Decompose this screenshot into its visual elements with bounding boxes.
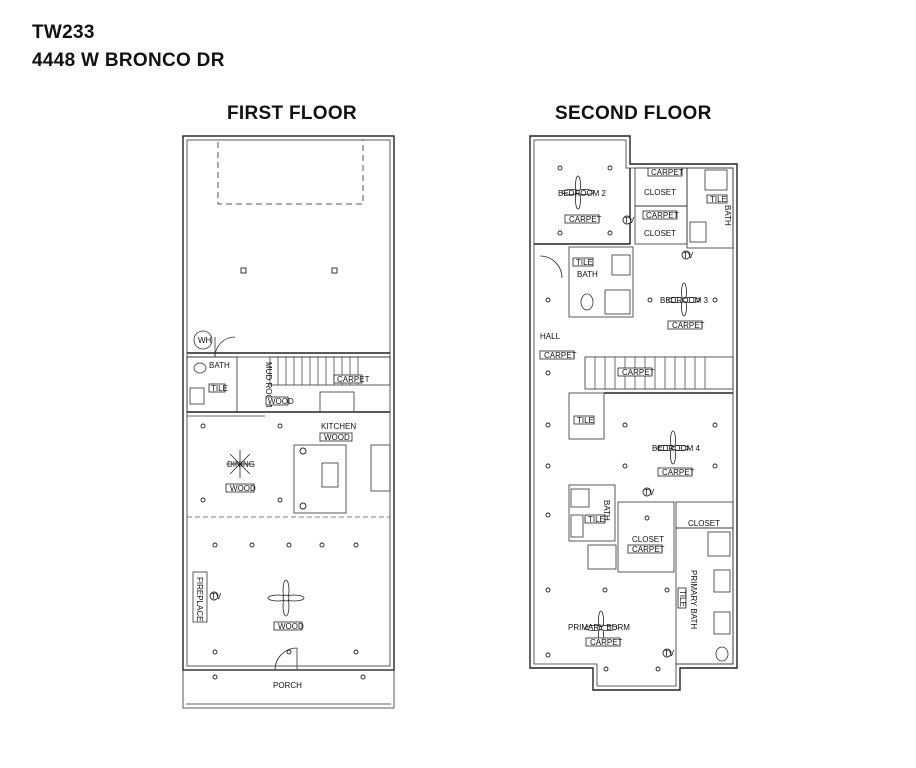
property-address: 4448 W BRONCO DR (32, 50, 225, 71)
kitchen-label: KITCHEN (321, 422, 356, 431)
bath-left-middle-label: BATH (602, 500, 611, 521)
kitchen-range (370, 444, 391, 492)
primary-bedroom-label: PRIMARY BDRM (568, 623, 630, 632)
bedroom-4-tv-label: TV (644, 488, 655, 497)
second-floor-plan: BEDROOM 2 CARPET TV CARPET CLOSET CARPET… (529, 135, 738, 691)
primary-bath-tile-label: TILE (678, 590, 687, 607)
dining-label: DINING (227, 460, 255, 469)
closet-left-carpet-label: CARPET (632, 545, 665, 554)
wh-label: WH (198, 336, 212, 345)
closet-left (617, 501, 675, 573)
primary-bedroom-carpet-label: CARPET (590, 638, 623, 647)
closet-mid-carpet-label: CARPET (646, 211, 679, 220)
fireplace (192, 571, 208, 623)
living-wood-label: WOOD (278, 622, 304, 631)
bedroom-2-label: BEDROOM 2 (558, 189, 607, 198)
dining-wood-label: WOOD (230, 484, 256, 493)
first-floor-lights (200, 423, 366, 680)
mud-room-label: MUD ROOM (264, 362, 273, 408)
bedroom-2-carpet-label: CARPET (569, 215, 602, 224)
hall-label: HALL (540, 332, 561, 341)
bedroom-4-label: BEDROOM 4 (652, 444, 701, 453)
bath-top-right-label: BATH (723, 205, 732, 226)
porch (182, 669, 395, 709)
fireplace-label: FIREPLACE (195, 577, 204, 621)
stairs-carpet-label-2: CARPET (622, 368, 655, 377)
bath-tile-label: TILE (211, 384, 228, 393)
second-floor-outline (529, 135, 738, 691)
bath-small-tile-label: TILE (577, 416, 594, 425)
closet-top-carpet-label: CARPET (651, 168, 684, 177)
bath-top-right (686, 167, 734, 249)
closet-top-label: CLOSET (644, 188, 676, 197)
bath-center-tile-label: TILE (576, 258, 593, 267)
water-heater (193, 330, 213, 350)
second-floor-title: SECOND FLOOR (555, 103, 712, 124)
second-floor-lights (545, 165, 718, 672)
bedroom-3-label: BEDROOM 3 (660, 296, 709, 305)
bath-top-right-tile-label: TILE (710, 195, 727, 204)
first-floor-plan: WH CARPET BATH TILE MUD ROOM WOOD (182, 135, 395, 709)
primary-bedroom-tv-label: TV (664, 649, 675, 658)
living-tv-label: TV (211, 592, 222, 601)
garage-door-outline (217, 139, 364, 205)
bedroom-3-tv-label: TV (683, 251, 694, 260)
closet-right-label: CLOSET (688, 519, 720, 528)
primary-bath-label: PRIMARY BATH (689, 570, 698, 629)
bedroom-2-tv-label: TV (624, 216, 635, 225)
porch-label: PORCH (273, 681, 302, 690)
bedroom-3-fan-icon (667, 282, 701, 317)
plan-code: TW233 (32, 22, 95, 43)
bedroom-4-carpet-label: CARPET (662, 468, 695, 477)
bath-center-label: BATH (577, 270, 598, 279)
bath-left-middle-tile-label: TILE (588, 515, 605, 524)
primary-bath (675, 527, 734, 665)
kitchen-island (293, 444, 347, 514)
bedroom-4-fan-icon (656, 430, 690, 465)
kitchen-wood-label: WOOD (324, 433, 350, 442)
stairs-carpet-label: CARPET (337, 375, 370, 384)
dining-chandelier-icon (226, 450, 254, 478)
hall-carpet-label: CARPET (544, 351, 577, 360)
closet-mid-label: CLOSET (644, 229, 676, 238)
bedroom-3-carpet-label: CARPET (672, 321, 705, 330)
closet-left-label: CLOSET (632, 535, 664, 544)
bath-label: BATH (209, 361, 230, 370)
bath-small (568, 392, 605, 440)
bedroom-2-fan-icon (561, 175, 595, 210)
bath-left-middle (568, 484, 616, 542)
living-ceiling-fan-icon (267, 579, 305, 617)
mud-room-wood-label: WOOD (268, 397, 294, 406)
second-floor-stairs (584, 356, 734, 390)
bath-center (568, 246, 634, 318)
first-floor-title: FIRST FLOOR (227, 103, 357, 124)
first-floor-stairs (269, 356, 391, 386)
